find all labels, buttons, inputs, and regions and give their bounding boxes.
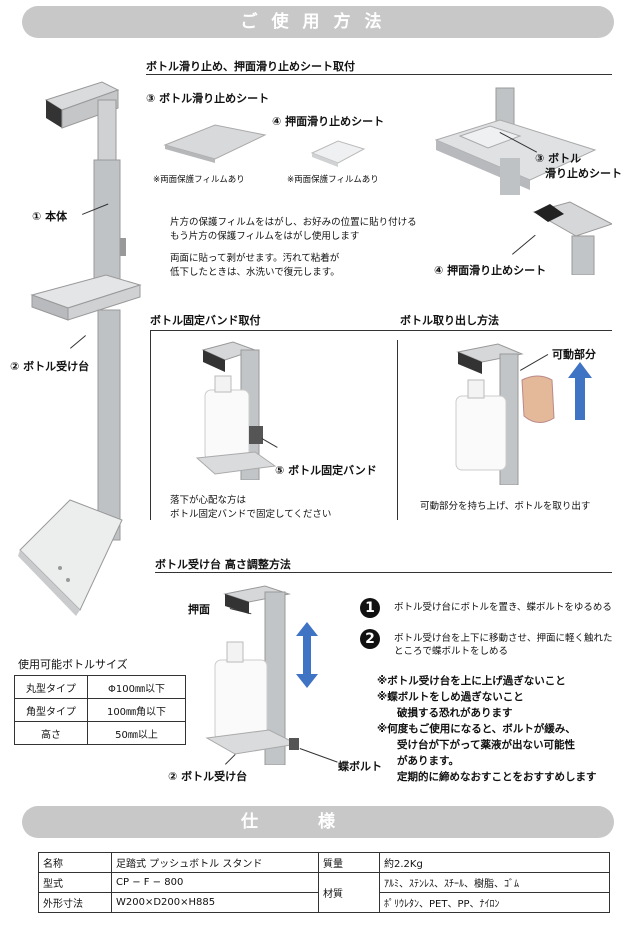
band-label: ⑤ ボトル固定バンド <box>275 464 377 477</box>
sheet-item3-label: ③ ボトル滑り止めシート <box>146 92 270 105</box>
warning-2: ※蝶ボルトをしめ過ぎないこと <box>377 691 524 703</box>
sheet-instruction-4: 低下したときは、水洗いで復元します。 <box>170 267 340 278</box>
warning-1: ※ボトル受け台を上に上げ過ぎないこと <box>377 675 566 687</box>
table-row: 名称 足踏式 プッシュボトル スタンド 質量 約2.2Kg <box>38 852 610 873</box>
section-divider <box>150 330 151 520</box>
bottle-size-table: 丸型タイプ Φ100㎜以下 角型タイプ 100㎜角以下 高さ 50㎜以上 <box>14 675 186 745</box>
spec-table: 名称 足踏式 プッシュボトル スタンド 質量 約2.2Kg 型式 CP − F … <box>38 852 610 913</box>
section-rule <box>146 74 612 75</box>
movable-part-label: 可動部分 <box>552 348 596 361</box>
wing-bolt-label: 蝶ボルト <box>338 760 382 773</box>
spec-name-label: 名称 <box>38 852 112 873</box>
size-value: Φ100㎜以下 <box>87 675 186 699</box>
band-note-2: ボトル固定バンドで固定してください <box>170 509 332 520</box>
warning-3: 破損する恐れがあります <box>397 707 513 719</box>
bottle-sheet-image <box>163 124 267 163</box>
step-2-number: 2 <box>360 629 380 649</box>
warnings: ※ボトル受け台を上に上げ過ぎないこと ※蝶ボルトをしめ過ぎないこと 破損する恐れ… <box>377 673 597 785</box>
film-note-3: ※両面保護フィルムあり <box>153 175 245 185</box>
stand-body-label: ① 本体 <box>32 210 68 223</box>
warning-6: があります。 <box>397 755 459 767</box>
sheet-section-title: ボトル滑り止め、押面滑り止めシート取付 <box>146 60 355 73</box>
photo-label-3-line1: ③ ボトル <box>535 152 582 165</box>
table-row: 高さ 50㎜以上 <box>14 721 186 745</box>
spec-name-value: 足踏式 プッシュボトル スタンド <box>111 852 319 873</box>
table-row: 外形寸法 W200×D200×H885 ﾎﾟﾘｳﾚﾀﾝ、PET、PP、ﾅｲﾛﾝ <box>38 892 610 913</box>
sheet-instruction-3: 両面に貼って剥がせます。汚れて粘着が <box>170 253 340 264</box>
film-note-4: ※両面保護フィルムあり <box>287 175 379 185</box>
remove-photo <box>455 343 524 485</box>
height-section-title: ボトル受け台 高さ調整方法 <box>155 558 291 571</box>
spec-dims-value: W200×D200×H885 <box>111 892 319 913</box>
step-1: 1 <box>360 597 380 618</box>
remove-caption: 可動部分を持ち上げ、ボトルを取り出す <box>420 501 591 512</box>
spec-material-value-1: ｱﾙﾐ、ｽﾃﾝﾚｽ、ｽﾁｰﾙ、樹脂、ｺﾞﾑ <box>379 872 610 893</box>
double-arrow-icon <box>296 622 318 688</box>
height-receiver-label: ② ボトル受け台 <box>168 770 248 783</box>
photo-label-4: ④ 押面滑り止めシート <box>434 264 547 277</box>
header-banner: ご使用方法 <box>22 6 614 38</box>
sheet-instruction-1: 片方の保護フィルムをはがし、お好みの位置に貼り付ける <box>170 217 417 228</box>
table-row: 角型タイプ 100㎜角以下 <box>14 698 186 722</box>
push-sheet-image <box>310 140 366 167</box>
sheet-item4-label: ④ 押面滑り止めシート <box>272 115 385 128</box>
step-2: 2 <box>360 628 380 649</box>
section-rule <box>150 330 612 331</box>
section-rule <box>155 572 612 573</box>
spec-model-value: CP − F − 800 <box>111 872 319 893</box>
warning-4: ※何度もご使用になると、ボルトが緩み、 <box>377 723 576 735</box>
size-value: 50㎜以上 <box>87 721 186 745</box>
step-1-number: 1 <box>360 598 380 618</box>
push-face-label: 押面 <box>188 603 210 616</box>
header-title: ご使用方法 <box>240 12 396 32</box>
spec-dims-label: 外形寸法 <box>38 892 112 913</box>
spec-weight-label: 質量 <box>318 852 380 873</box>
spec-material-value-2: ﾎﾟﾘｳﾚﾀﾝ、PET、PP、ﾅｲﾛﾝ <box>379 892 610 913</box>
step-1-text: ボトル受け台にボトルを置き、蝶ボルトをゆるめる <box>394 602 612 613</box>
size-value: 100㎜角以下 <box>87 698 186 722</box>
table-row: 型式 CP − F − 800 材質 ｱﾙﾐ、ｽﾃﾝﾚｽ、ｽﾁｰﾙ、樹脂、ｺﾞﾑ <box>38 872 610 913</box>
spec-model-label: 型式 <box>38 872 112 893</box>
stand-illustration <box>18 81 142 616</box>
receiver-photo <box>434 87 597 195</box>
step-2-text-2: ところで蝶ボルトをしめる <box>394 646 509 657</box>
photo-label-3-line2: 滑り止めシート <box>545 167 622 180</box>
size-label: 丸型タイプ <box>14 675 88 699</box>
height-photo <box>205 585 299 765</box>
size-label: 高さ <box>14 721 88 745</box>
warning-7: 定期的に締めなおすことをおすすめします <box>397 771 597 783</box>
warning-5: 受け台が下がって薬液が出ない可能性 <box>397 739 575 751</box>
spec-weight-value: 約2.2Kg <box>379 852 610 873</box>
table-row: 丸型タイプ Φ100㎜以下 <box>14 675 186 699</box>
stand-receiver-label: ② ボトル受け台 <box>10 360 90 373</box>
sheet-instruction-2: もう片方の保護フィルムをはがし使用します <box>170 231 360 242</box>
band-photo <box>195 341 277 480</box>
spec-title: 仕様 <box>241 812 395 832</box>
band-note-1: 落下が心配な方は <box>170 495 247 506</box>
spec-banner: 仕様 <box>22 806 614 838</box>
remove-section-title: ボトル取り出し方法 <box>400 314 499 327</box>
arrow-up-icon <box>568 362 592 420</box>
step-2-text-1: ボトル受け台を上下に移動させ、押面に軽く触れた <box>394 633 613 644</box>
hand-icon <box>521 375 555 423</box>
section-divider <box>397 340 398 520</box>
bottle-size-title: 使用可能ボトルサイズ <box>18 658 128 671</box>
size-label: 角型タイプ <box>14 698 88 722</box>
push-head-photo <box>532 201 612 275</box>
spec-material-label: 材質 <box>318 872 380 913</box>
band-section-title: ボトル固定バンド取付 <box>150 314 261 327</box>
